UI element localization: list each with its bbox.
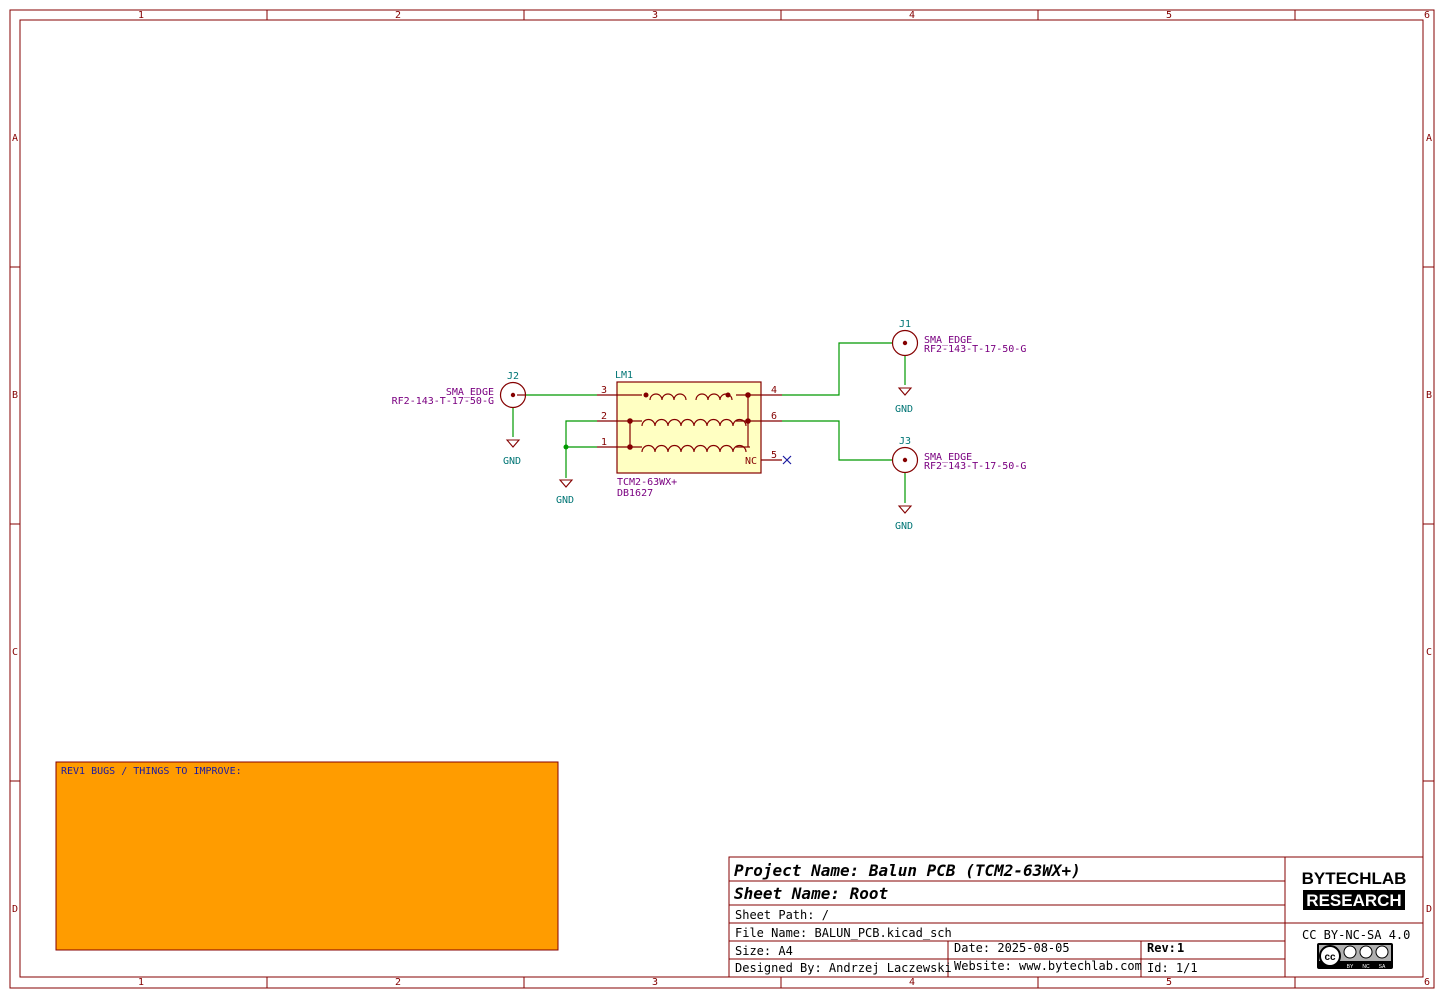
outer-frame [9, 9, 1435, 989]
j1-part: RF2-143-T-17-50-G [924, 344, 1026, 355]
sa-badge-text: SA [1379, 964, 1386, 970]
lm1-nc-label: NC [745, 456, 757, 467]
lm1-pin6-number: 6 [771, 411, 777, 422]
cc-license-badge: cc BY NC SA [1317, 943, 1393, 970]
nc-badge-text: NC [1362, 964, 1370, 970]
lm1-pin4-number: 4 [771, 385, 777, 396]
gnd-label-j3: GND [895, 521, 913, 532]
gnd-symbol-j2 [505, 439, 521, 448]
lm1-footprint: DB1627 [617, 488, 653, 499]
website: Website: www.bytechlab.com [954, 959, 1142, 973]
sheet-date: Date: 2025-08-05 [954, 941, 1070, 955]
row-label-left-c: C [12, 647, 18, 658]
lm1-pin2-number: 2 [601, 411, 607, 422]
notes-title: REV1 BUGS / THINGS TO IMPROVE: [61, 766, 242, 777]
j3-connector[interactable] [891, 446, 919, 474]
by-badge-text: BY [1347, 964, 1354, 970]
sheet-id: Id: 1/1 [1147, 961, 1198, 975]
lm1-coil-bottom [641, 444, 747, 453]
row-label-left-b: B [12, 390, 18, 401]
lm1-coil-middle [641, 418, 747, 427]
sheet-size: Size: A4 [735, 944, 793, 958]
row-label-right-d: D [1426, 904, 1432, 915]
column-ticks [10, 10, 1434, 988]
j3-reference: J3 [899, 436, 911, 447]
rev-value: 1 [1177, 941, 1184, 955]
designed-by: Designed By: Andrzej Laczewski [735, 961, 952, 975]
rev-label: Rev: [1147, 941, 1176, 955]
col-label-top-6: 6 [1424, 10, 1430, 21]
col-label-bottom-2: 2 [395, 977, 401, 988]
lm1-pin3-number: 3 [601, 385, 607, 396]
wire-lm1-pin2-gnd [565, 420, 597, 478]
j1-value: SMA_EDGE [924, 335, 972, 346]
lm1-component[interactable]: 3 2 1 4 6 5 NC [597, 381, 792, 474]
col-label-top-3: 3 [652, 10, 658, 21]
col-label-bottom-5: 5 [1166, 977, 1172, 988]
gnd-symbol-j3 [897, 505, 913, 514]
j2-part: RF2-143-T-17-50-G [392, 396, 494, 407]
col-label-bottom-3: 3 [652, 977, 658, 988]
gnd-label-j1: GND [895, 404, 913, 415]
notes-box [55, 761, 559, 951]
inner-frame [19, 19, 1424, 978]
j2-reference: J2 [507, 371, 519, 382]
wire-lm1-pin6-j3 [782, 420, 892, 461]
no-connect-marker [782, 455, 792, 465]
license-text: CC BY-NC-SA 4.0 [1302, 928, 1410, 942]
project-name: Project Name: Balun PCB (TCM2-63WX+) [734, 861, 1081, 880]
lm1-pin1-number: 1 [601, 437, 607, 448]
logo-line1: BYTECHLAB [1302, 869, 1407, 888]
logo-bar [1303, 890, 1405, 910]
sheet-path: Sheet Path: / [735, 908, 829, 922]
j1-reference: J1 [899, 319, 911, 330]
lm1-coil-top-left [649, 393, 687, 401]
row-label-left-a: A [12, 133, 18, 144]
cc-badge-text: cc [1324, 952, 1336, 963]
j2-value: SMA_EDGE [446, 387, 494, 398]
col-label-bottom-4: 4 [909, 977, 915, 988]
row-label-left-d: D [12, 904, 18, 915]
j1-connector[interactable] [891, 329, 919, 357]
col-label-top-5: 5 [1166, 10, 1172, 21]
col-label-top-4: 4 [909, 10, 915, 21]
col-label-top-1: 1 [138, 10, 144, 21]
wire-junction [563, 444, 569, 450]
gnd-label-j2: GND [503, 456, 521, 467]
sheet-name: Sheet Name: Root [734, 884, 888, 903]
j2-connector[interactable] [499, 381, 527, 409]
col-label-bottom-1: 1 [138, 977, 144, 988]
gnd-symbol-j1 [897, 387, 913, 396]
lm1-value: TCM2-63WX+ [617, 477, 677, 488]
row-label-right-b: B [1426, 390, 1432, 401]
logo-line2: RESEARCH [1306, 891, 1401, 910]
gnd-label-lm1: GND [556, 495, 574, 506]
gnd-symbol-lm1 [558, 479, 574, 488]
col-label-bottom-6: 6 [1424, 977, 1430, 988]
wires [512, 342, 906, 503]
lm1-body [616, 381, 762, 474]
row-label-right-a: A [1426, 133, 1432, 144]
wire-lm1-pin4-j1 [782, 342, 892, 396]
lm1-pin5-number: 5 [771, 450, 777, 461]
title-block [728, 856, 1424, 978]
col-label-top-2: 2 [395, 10, 401, 21]
row-label-right-c: C [1426, 647, 1432, 658]
j3-part: RF2-143-T-17-50-G [924, 461, 1026, 472]
lm1-reference: LM1 [615, 370, 633, 381]
j3-value: SMA_EDGE [924, 452, 972, 463]
file-name: File Name: BALUN_PCB.kicad_sch [735, 926, 952, 940]
